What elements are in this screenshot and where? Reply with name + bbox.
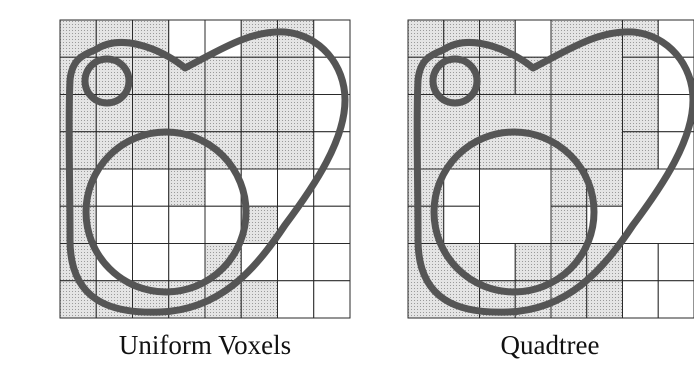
filled-voxel xyxy=(443,19,480,58)
filled-voxel xyxy=(95,19,133,58)
uniform-voxels-caption: Uniform Voxels xyxy=(118,330,292,360)
empty-voxel xyxy=(204,205,242,244)
empty-voxel xyxy=(313,205,351,244)
empty-voxel xyxy=(313,280,351,319)
filled-voxel xyxy=(240,94,278,133)
outer-contour xyxy=(413,28,694,316)
empty-voxel xyxy=(514,19,552,58)
filled-voxel xyxy=(586,280,623,319)
empty-voxel xyxy=(277,280,315,319)
empty-voxel xyxy=(313,19,351,58)
filled-voxel xyxy=(59,280,97,319)
empty-voxel xyxy=(132,168,170,207)
filled-voxel xyxy=(277,56,315,95)
filled-voxel xyxy=(277,94,315,133)
filled-voxel xyxy=(59,131,97,170)
small-hole xyxy=(429,55,481,107)
empty-voxel xyxy=(479,243,516,282)
shape-outline xyxy=(413,28,694,316)
filled-voxel xyxy=(204,131,242,170)
filled-voxel xyxy=(277,131,315,170)
filled-voxel xyxy=(132,94,170,133)
empty-voxel xyxy=(132,243,170,282)
empty-voxel xyxy=(443,205,480,244)
filled-voxel xyxy=(407,19,445,58)
small-hole xyxy=(81,55,133,107)
shape-outline xyxy=(65,28,349,316)
empty-voxel xyxy=(168,205,206,244)
empty-voxel xyxy=(622,168,694,244)
filled-voxel xyxy=(479,56,516,95)
large-hole xyxy=(430,128,598,296)
filled-voxel xyxy=(168,168,206,207)
empty-voxel xyxy=(622,243,659,282)
quadtree-cells xyxy=(407,19,694,319)
filled-voxel xyxy=(204,56,242,95)
filled-voxel xyxy=(622,56,659,95)
empty-voxel xyxy=(277,243,315,282)
uniform-voxel-cells xyxy=(59,19,351,319)
empty-voxel xyxy=(622,280,659,319)
large-hole xyxy=(82,128,250,296)
empty-voxel xyxy=(313,243,351,282)
empty-voxel xyxy=(168,243,206,282)
filled-voxel xyxy=(550,168,588,207)
empty-voxel xyxy=(168,19,206,58)
empty-voxel xyxy=(479,168,552,244)
filled-voxel xyxy=(622,94,659,133)
filled-voxel xyxy=(168,94,206,133)
uniform-voxels-panel xyxy=(59,19,351,319)
filled-voxel xyxy=(132,56,170,95)
empty-voxel xyxy=(95,205,133,244)
filled-voxel xyxy=(240,280,278,319)
empty-voxel xyxy=(657,280,694,319)
filled-voxel xyxy=(622,131,659,170)
outer-contour xyxy=(65,28,349,316)
filled-voxel xyxy=(240,131,278,170)
quadtree-caption: Quadtree xyxy=(500,330,600,360)
filled-voxel xyxy=(550,94,623,170)
voxel-comparison-diagram xyxy=(59,19,694,319)
empty-voxel xyxy=(443,168,480,207)
empty-voxel xyxy=(95,168,133,207)
filled-voxel xyxy=(240,56,278,95)
filled-voxel xyxy=(514,243,552,282)
filled-voxel xyxy=(204,94,242,133)
empty-voxel xyxy=(132,205,170,244)
quadtree-panel xyxy=(407,19,694,319)
filled-voxel xyxy=(550,205,588,244)
empty-voxel xyxy=(657,243,694,282)
